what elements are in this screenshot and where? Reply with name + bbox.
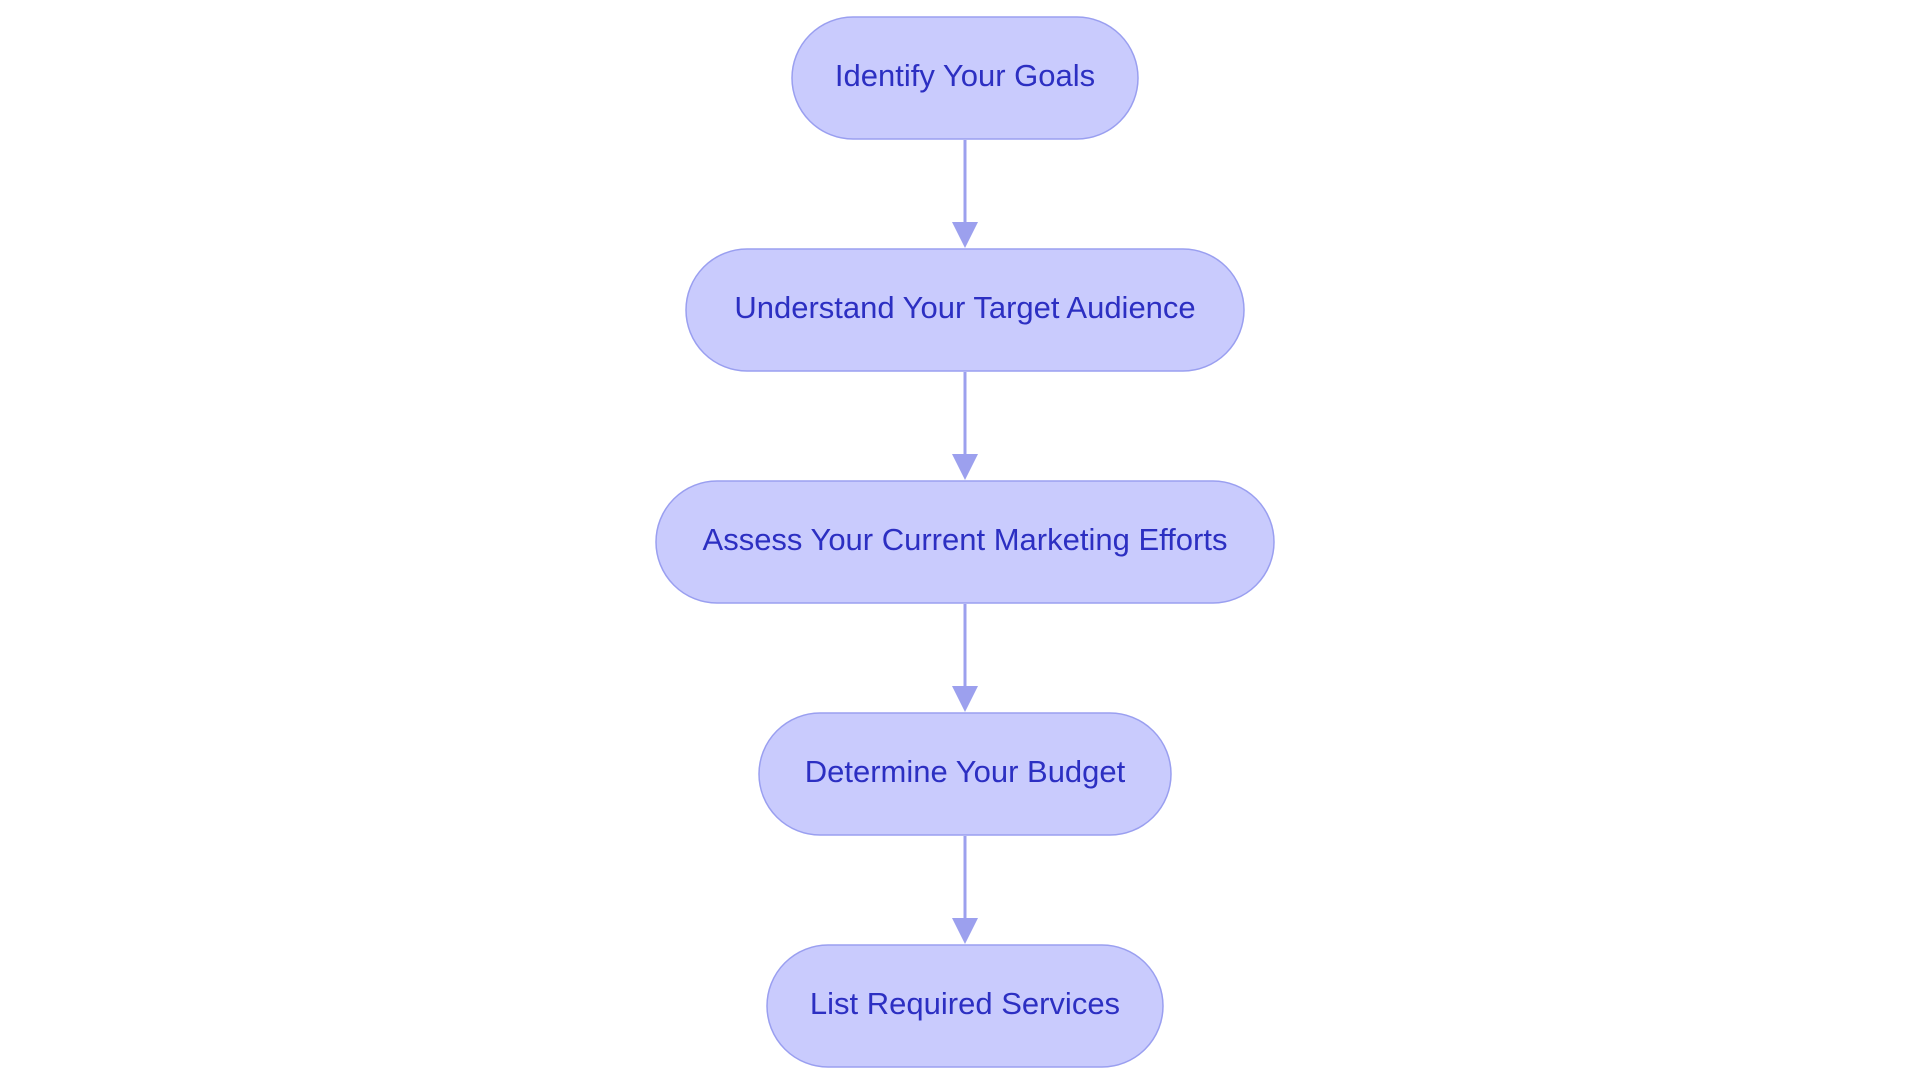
node-label: Determine Your Budget [805,754,1126,789]
node-label: Understand Your Target Audience [734,290,1195,325]
arrowhead-icon [952,222,978,248]
arrowhead-icon [952,918,978,944]
node-understand-your-target-audience: Understand Your Target Audience [685,248,1245,372]
node-assess-your-current-marketing-efforts: Assess Your Current Marketing Efforts [655,480,1275,604]
connector-4 [952,836,978,944]
node-label: Assess Your Current Marketing Efforts [703,522,1228,557]
connector-3 [952,604,978,712]
node-determine-your-budget: Determine Your Budget [758,712,1172,836]
arrowhead-icon [952,454,978,480]
connector-2 [952,372,978,480]
node-identify-your-goals: Identify Your Goals [791,16,1139,140]
arrowhead-icon [952,686,978,712]
node-list-required-services: List Required Services [766,944,1164,1068]
node-label: List Required Services [810,986,1120,1021]
connector-1 [952,140,978,248]
node-label: Identify Your Goals [835,58,1095,93]
